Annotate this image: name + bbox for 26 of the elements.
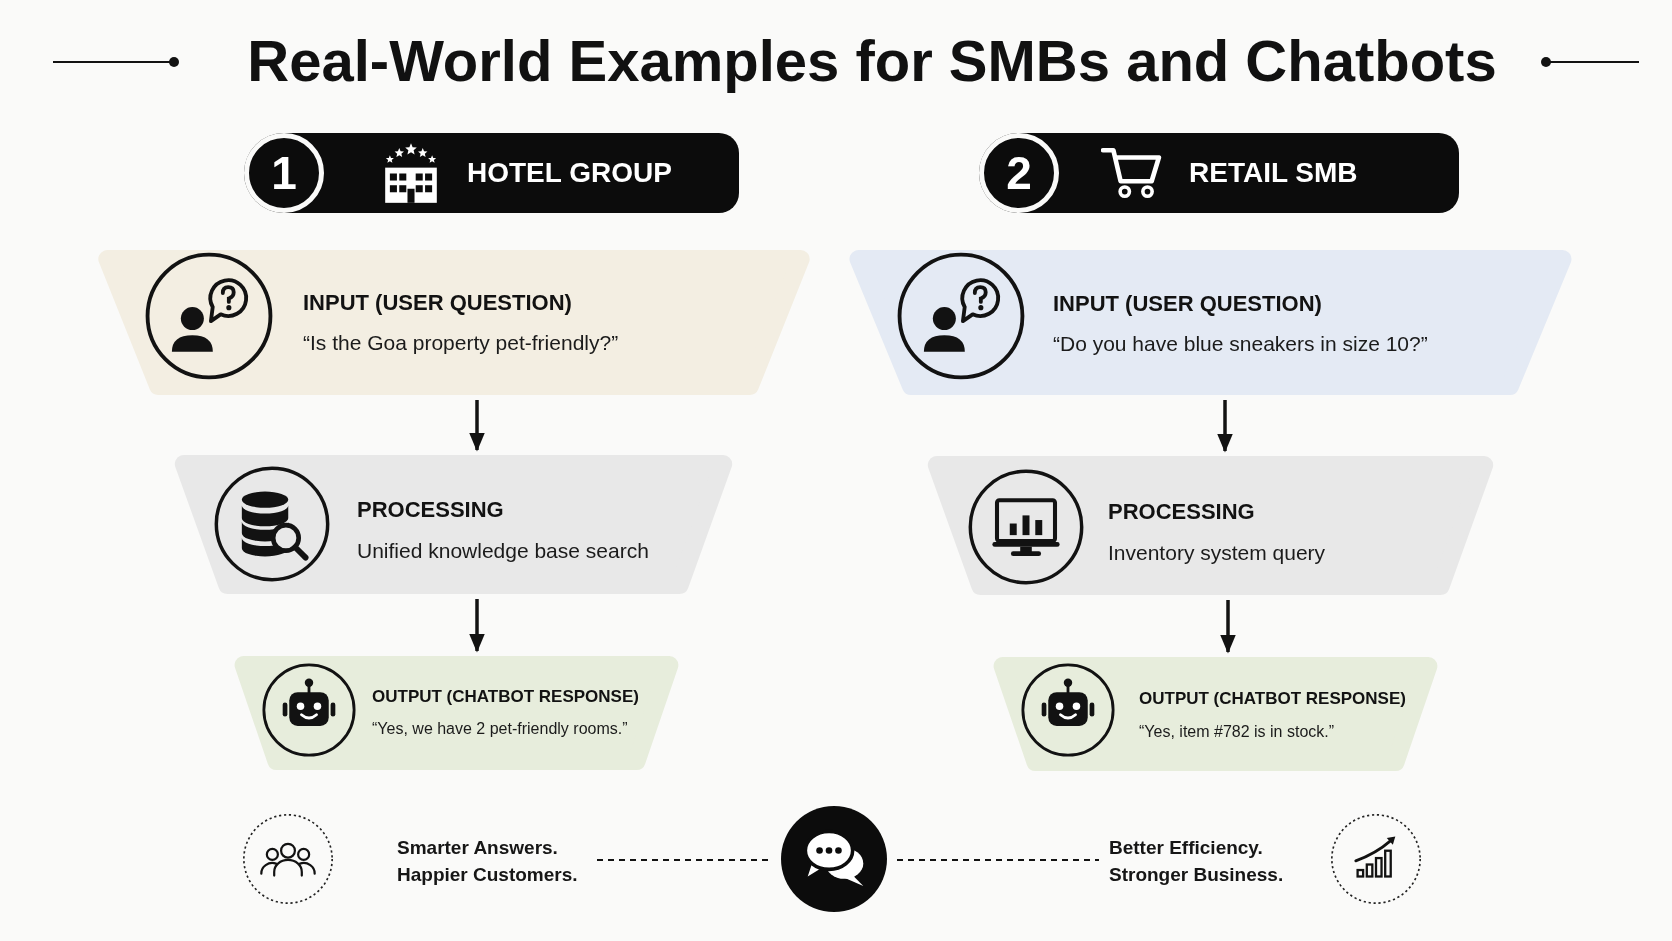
page-title: Real-World Examples for SMBs and Chatbots [247, 27, 1497, 95]
step-number: 1 [244, 133, 324, 213]
section-heading: INPUT (USER QUESTION) [303, 290, 572, 317]
category-header [244, 133, 739, 213]
flow-arrow [469, 599, 485, 653]
section-heading: OUTPUT (CHATBOT RESPONSE) [1139, 689, 1406, 710]
question-text: “Is the Goa property pet-friendly?” [303, 330, 619, 356]
tagline-text: Better Efficiency. Stronger Business. [1109, 834, 1299, 888]
category-title: RETAIL SMB [1189, 156, 1358, 190]
response-text: “Yes, item #782 is in stock.” [1139, 722, 1335, 742]
response-text: “Yes, we have 2 pet-friendly rooms.” [372, 719, 628, 739]
flow-arrow [1220, 600, 1236, 654]
step-number: 2 [979, 133, 1059, 213]
section-heading: INPUT (USER QUESTION) [1053, 291, 1322, 318]
dashed-connector [896, 859, 1100, 861]
section-heading: OUTPUT (CHATBOT RESPONSE) [372, 687, 639, 708]
category-title: HOTEL GROUP [467, 156, 672, 190]
tagline-text: Smarter Answers. Happier Customers. [397, 834, 587, 888]
flow-arrow [1217, 400, 1233, 453]
process-description: Inventory system query [1108, 540, 1326, 566]
category-header [979, 133, 1459, 213]
question-text: “Do you have blue sneakers in size 10?” [1053, 331, 1428, 357]
process-description: Unified knowledge base search [357, 538, 649, 564]
section-heading: PROCESSING [357, 497, 504, 524]
flow-arrow [469, 400, 485, 452]
section-heading: PROCESSING [1108, 499, 1255, 526]
